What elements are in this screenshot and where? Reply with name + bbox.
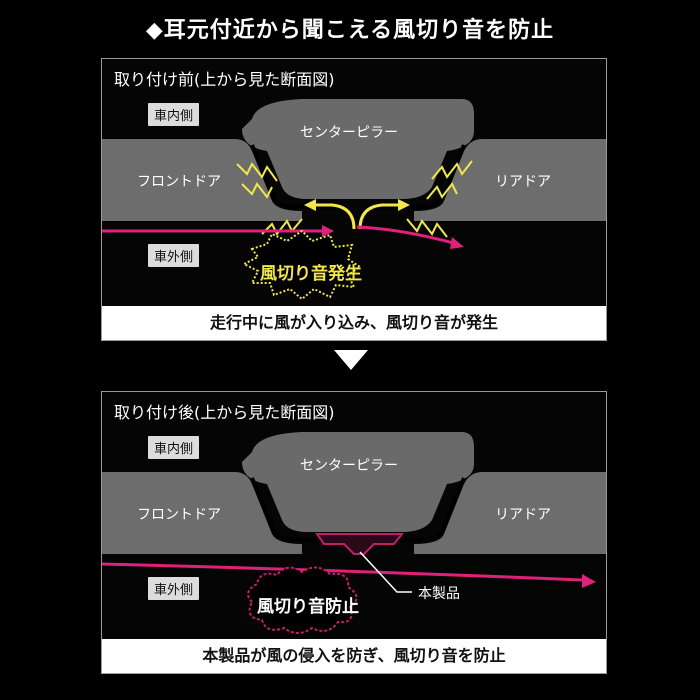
before-cross-section	[102, 99, 606, 301]
after-outside-label: 車外側	[148, 577, 200, 600]
product-seal-shape	[315, 533, 405, 555]
air-leak-arrows	[312, 203, 402, 230]
after-caption: 本製品が風の侵入を防ぎ、風切り音を防止	[102, 639, 606, 673]
before-panel: 取り付け前(上から見た断面図) 車内側 車外側 センターピラー フロントドア リ…	[101, 58, 607, 341]
rear-door-shape-after	[414, 472, 606, 554]
before-panel-title: 取り付け前(上から見た断面図)	[114, 70, 335, 89]
product-leader-line	[359, 551, 412, 593]
sound-zigzag-marks	[236, 160, 473, 238]
before-front-door-label: フロントドア	[137, 174, 221, 190]
before-rear-door-label: リアドア	[495, 174, 551, 190]
before-inside-label: 車内側	[148, 103, 200, 126]
air-arrow-right-head	[398, 199, 410, 211]
front-door-shape-after	[102, 472, 302, 554]
after-panel: 取り付け後(上から見た断面図) 車内側 車外側 センターピラー フロントドア リ…	[101, 391, 607, 674]
wind-arrow-head-after	[582, 574, 596, 588]
front-door-shape	[102, 139, 302, 221]
after-burst-label: 風切り音防止	[257, 597, 359, 617]
center-pillar-shape	[242, 99, 474, 199]
noise-burst-shape	[241, 229, 362, 301]
wind-arrow-head-1	[322, 225, 334, 237]
after-cross-section	[102, 432, 606, 634]
center-pillar-shape-after	[242, 432, 474, 532]
rear-door-shape	[414, 139, 606, 221]
product-label: 本製品	[418, 586, 460, 602]
wind-arrow-head-2	[450, 237, 464, 249]
before-pillar-label: センターピラー	[300, 125, 398, 141]
after-pillar-label: センターピラー	[300, 458, 398, 474]
after-panel-title: 取り付け後(上から見た断面図)	[114, 403, 335, 422]
air-arrow-left-head	[304, 199, 316, 211]
after-front-door-label: フロントドア	[137, 507, 221, 523]
before-outside-label: 車外側	[148, 244, 200, 267]
wind-flow-arrows	[102, 225, 458, 246]
wind-flow-arrow-after	[102, 562, 583, 582]
page-title: ◆耳元付近から聞こえる風切り音を防止	[145, 18, 555, 43]
prevented-burst-shape	[247, 566, 358, 634]
before-caption: 走行中に風が入り込み、風切り音が発生	[102, 306, 606, 340]
after-inside-label: 車内側	[148, 436, 200, 459]
after-rear-door-label: リアドア	[495, 507, 551, 523]
down-arrow-icon	[334, 350, 368, 370]
before-burst-label: 風切り音発生	[260, 264, 362, 284]
